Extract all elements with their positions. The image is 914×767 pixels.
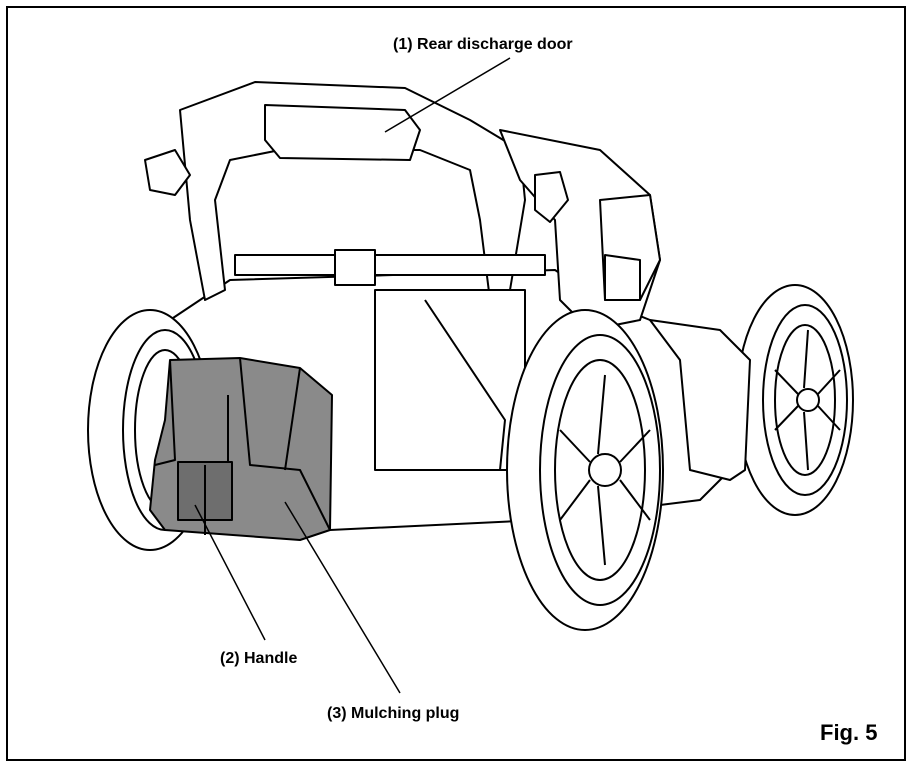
leader-line-door [384,57,511,133]
right-rear-wheel [506,309,664,631]
side-fender [649,319,751,481]
handle-knob-right [534,171,569,223]
handle-knob-left [144,149,191,196]
handle-label: (2) Handle [220,650,298,667]
front-right-wheel [736,284,854,516]
figure-caption: Fig. 5 [820,720,878,745]
mulching-plug-label: (3) Mulching plug [327,705,460,722]
rear-discharge-door [264,104,421,161]
rear-discharge-door-label: (1) Rear discharge door [393,36,573,53]
leader-line-handle [194,504,266,641]
leader-line-plug [284,501,401,694]
mulching-plug [149,357,333,541]
rear-axle [234,254,546,276]
